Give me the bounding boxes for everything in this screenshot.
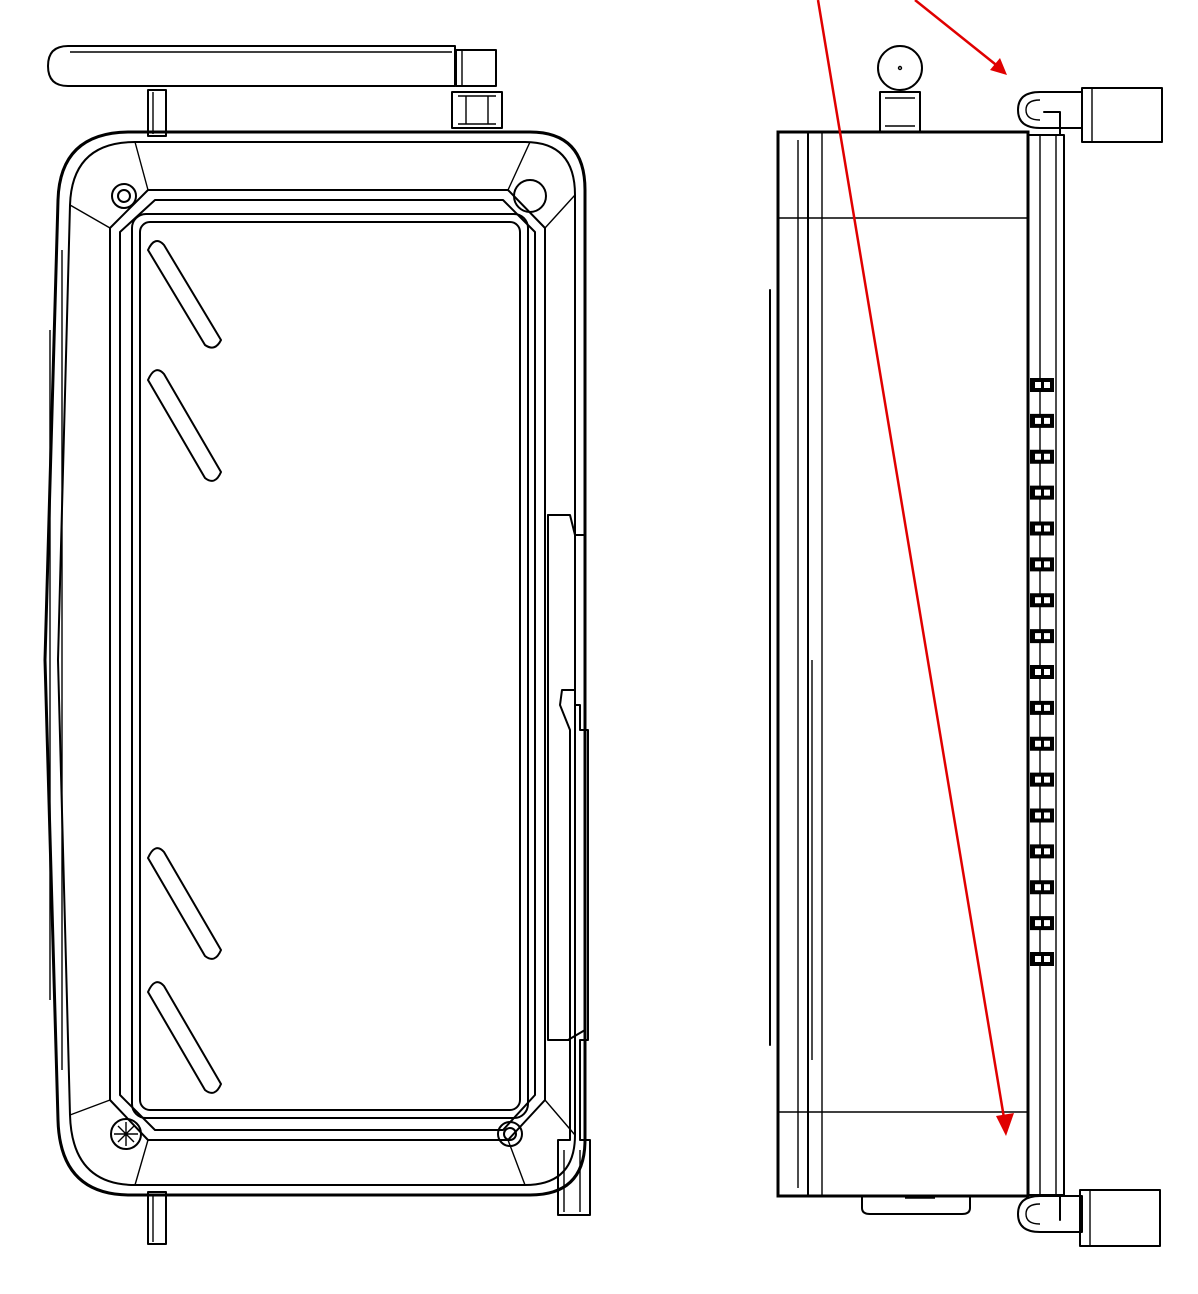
- vent-cell: [1030, 772, 1054, 787]
- vent-slot: [147, 240, 222, 349]
- bottom-mount-tab: [147, 1191, 167, 1245]
- annotation-arrows: [816, 0, 1014, 1136]
- vent-cell: [1030, 413, 1054, 428]
- vent-slot: [147, 369, 222, 482]
- top-latch: [1017, 87, 1163, 143]
- front-lid: [131, 213, 529, 1119]
- vent-cell: [1030, 952, 1054, 966]
- vent-cell: [1030, 449, 1054, 464]
- vent-cell: [1030, 808, 1054, 823]
- side-body: [769, 130, 1030, 1215]
- side-vent-cells: [1030, 378, 1054, 966]
- vent-cell: [1030, 880, 1054, 895]
- vent-cell: [1030, 485, 1054, 500]
- corner-screws: [110, 179, 547, 1150]
- annotation-arrow: [914, 0, 1007, 75]
- vent-cell: [1030, 629, 1054, 644]
- vent-cell: [1030, 844, 1054, 859]
- din-clip: [557, 689, 591, 1216]
- vent-cell: [1030, 521, 1054, 536]
- annotation-arrow: [816, 0, 1014, 1136]
- front-view: [43, 45, 591, 1245]
- vent-cell: [1030, 916, 1054, 931]
- vent-cell: [1030, 665, 1054, 679]
- front-housing: [43, 130, 587, 1197]
- vent-cell: [1030, 593, 1054, 608]
- vent-slot: [147, 981, 222, 1094]
- ventilation-slots: [147, 240, 222, 1094]
- vent-cell: [1030, 700, 1054, 715]
- front-bezel: [69, 141, 576, 1186]
- antenna-side: [877, 45, 923, 133]
- top-mount-tab: [147, 89, 167, 137]
- antenna-front: [47, 45, 503, 129]
- vent-cell: [1030, 378, 1054, 392]
- vent-slot: [147, 847, 222, 960]
- vent-cell: [1030, 736, 1054, 751]
- vent-cell: [1030, 557, 1054, 572]
- side-view: [769, 45, 1163, 1247]
- bottom-latch: [1017, 1189, 1161, 1247]
